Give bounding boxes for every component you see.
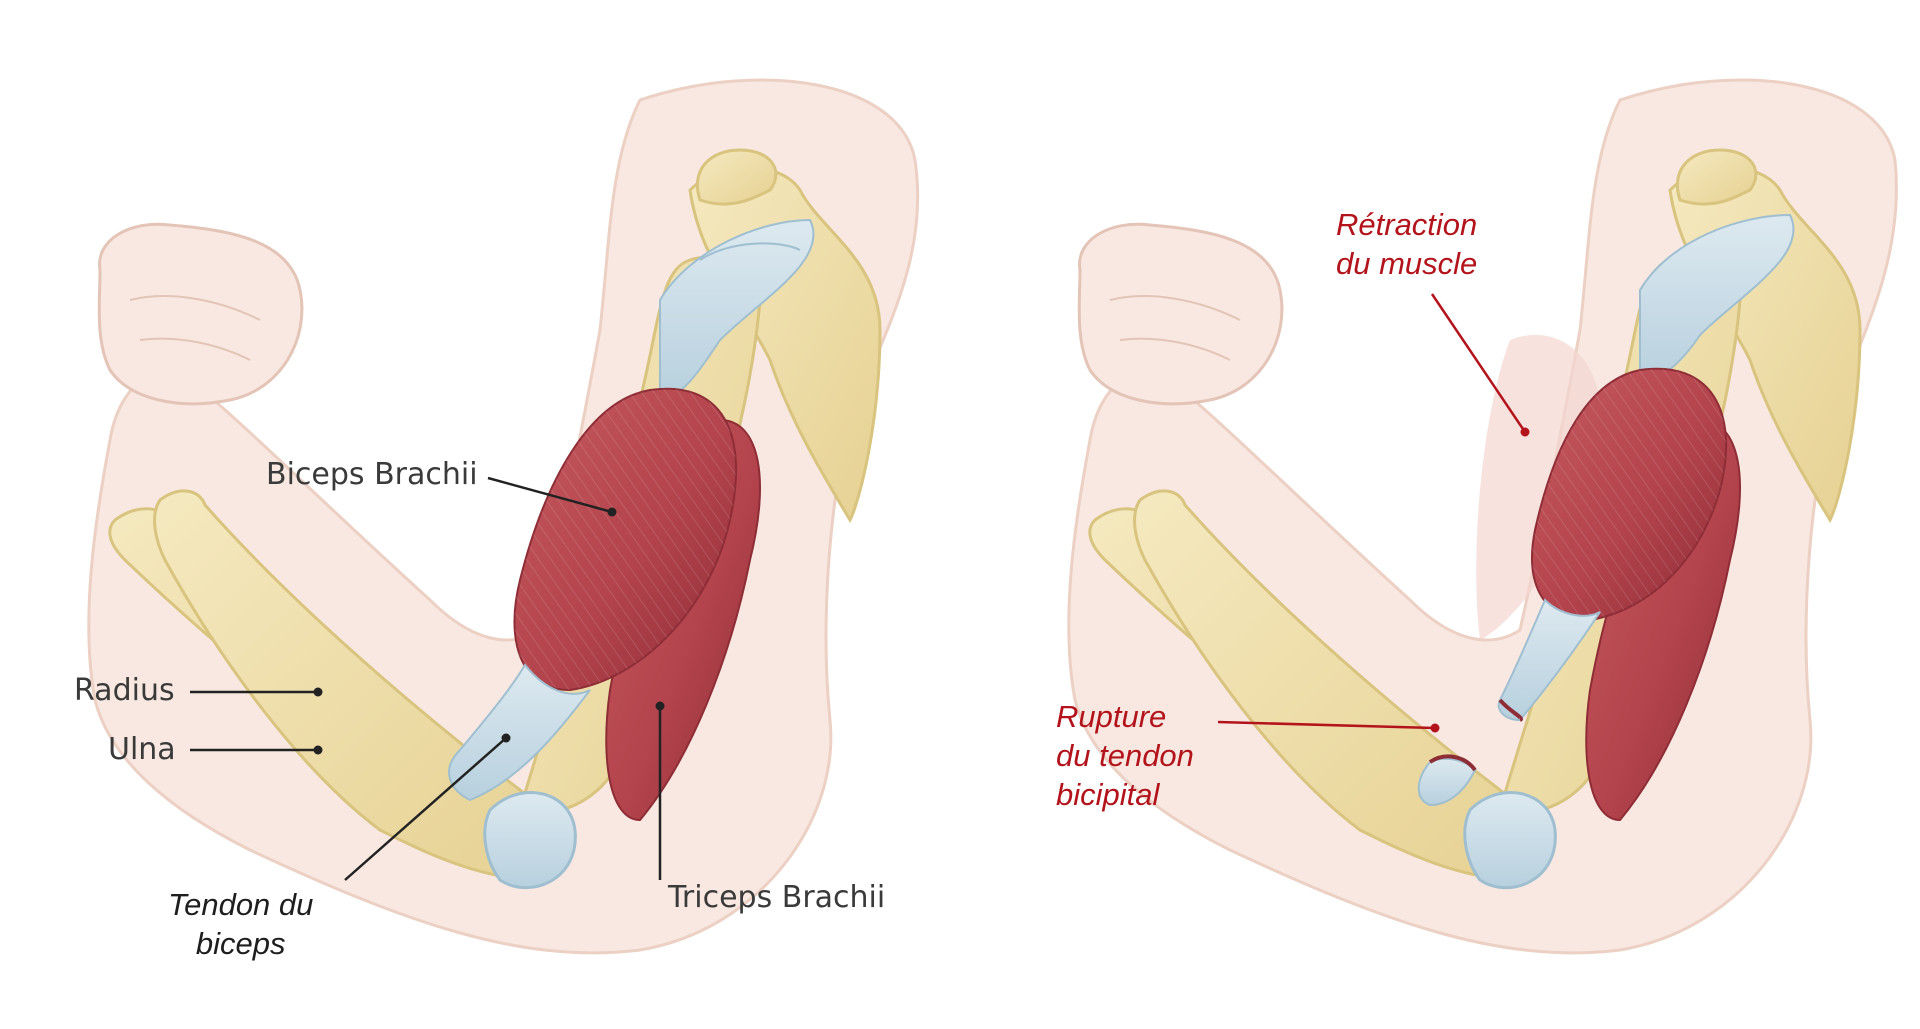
- label-rupture-line2: du tendon: [1056, 737, 1194, 773]
- left-acromion: [695, 148, 778, 206]
- label-retraction-line1: Rétraction: [1336, 207, 1478, 242]
- rupture-leader-line: [1217, 720, 1436, 730]
- label-biceps-brachii: Biceps Brachii: [266, 457, 478, 492]
- right-tendon-lower-stump: [1417, 757, 1477, 807]
- retraction-leader-dot: [1520, 427, 1530, 437]
- tendon-leader-dot: [501, 733, 511, 743]
- left-fist: [97, 222, 304, 406]
- label-ulna: Ulna: [108, 732, 176, 767]
- left-elbow-capsule: [483, 791, 577, 890]
- radius-leader-dot: [313, 687, 323, 697]
- label-radius: Radius: [74, 673, 175, 708]
- left-biceps-distal-tendon: [448, 663, 591, 802]
- right-fist: [1077, 222, 1284, 406]
- label-tendon-du-biceps: Tendon du biceps: [168, 886, 313, 964]
- label-rupture-du-tendon-bicipital: Rupture du tendon bicipital: [1056, 698, 1194, 814]
- label-rupture-line1: Rupture: [1056, 699, 1167, 734]
- label-rupture-line3: bicipital: [1056, 776, 1160, 812]
- label-tendon-line1: Tendon du: [168, 887, 314, 922]
- left-leader-lines: [190, 476, 665, 881]
- right-acromion: [1675, 148, 1758, 206]
- right-biceps-proximal-tendon: [1639, 213, 1795, 387]
- right-arm-illustration: [1067, 78, 1898, 955]
- retraction-leader-line: [1430, 293, 1527, 433]
- left-biceps-proximal-tendon: [659, 218, 815, 402]
- label-triceps-brachii: Triceps Brachii: [668, 880, 886, 915]
- label-tendon-line2: biceps: [195, 925, 286, 961]
- label-retraction-du-muscle: Rétraction du muscle: [1336, 206, 1477, 284]
- biceps-leader-line: [487, 476, 613, 514]
- right-elbow-capsule: [1463, 791, 1557, 890]
- label-retraction-line2: du muscle: [1336, 245, 1478, 281]
- ulna-leader-dot: [313, 745, 323, 755]
- biceps-leader-dot: [607, 507, 617, 517]
- rupture-leader-dot: [1430, 723, 1440, 733]
- tendon-leader-line: [344, 737, 507, 881]
- left-arm-illustration: [87, 78, 920, 955]
- right-leader-lines: [1217, 293, 1530, 733]
- triceps-leader-dot: [655, 701, 665, 711]
